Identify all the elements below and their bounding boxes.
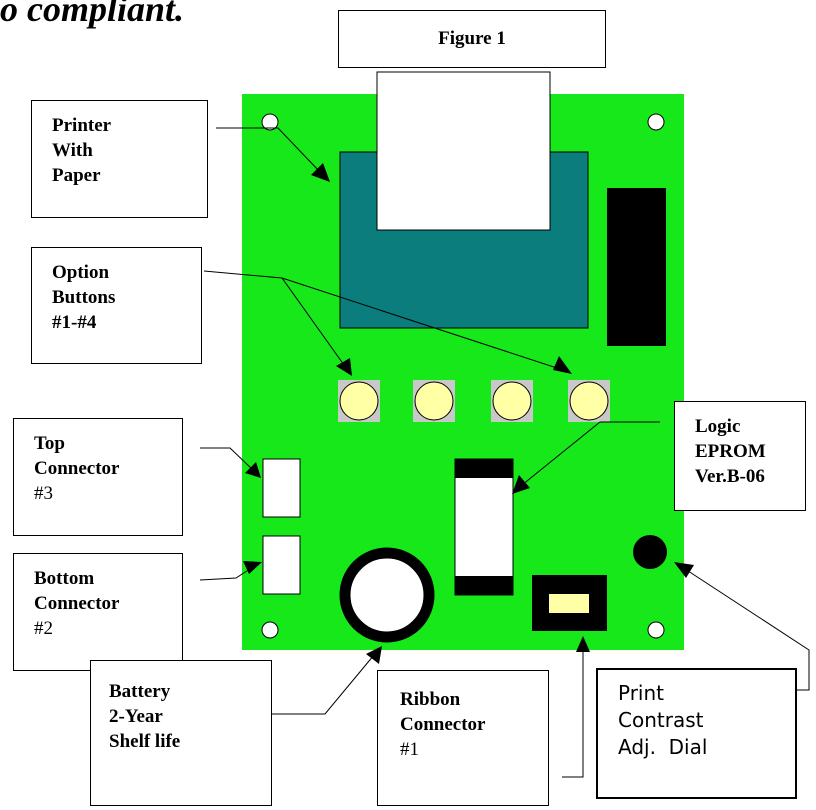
callout-top-connector-line3: #3 xyxy=(34,483,53,504)
callout-contrast-line2: Contrast xyxy=(618,708,704,732)
mounting-hole-bottom-left xyxy=(261,621,279,639)
option-button-2 xyxy=(414,381,454,421)
arrowheads xyxy=(243,163,694,664)
mounting-hole-top-left xyxy=(261,113,279,131)
top-connector xyxy=(262,458,301,518)
callout-bottom-connector-line1: Bottom xyxy=(34,568,95,589)
callout-logic-eprom: Logic EPROM Ver.B-06 xyxy=(674,401,806,511)
callout-bottom-connector-line2: Connector xyxy=(34,593,120,614)
page-heading-fragment: o compliant. xyxy=(0,0,185,29)
callout-top-connector: Top Connector #3 xyxy=(13,418,183,536)
callout-ribbon-line1: Ribbon xyxy=(400,689,461,710)
callout-bottom-connector-line3: #2 xyxy=(34,618,53,639)
callout-ribbon-line3: #1 xyxy=(400,739,419,760)
side-module xyxy=(607,188,666,346)
callout-bottom-connector: Bottom Connector #2 xyxy=(13,553,183,671)
callout-top-connector-line2: Connector xyxy=(34,458,120,479)
callout-contrast-dial: Print Contrast Adj. Dial xyxy=(596,668,797,799)
callout-printer-line2: With xyxy=(52,140,93,161)
mounting-hole-bottom-right xyxy=(647,621,665,639)
mounting-hole-top-right xyxy=(647,113,665,131)
callout-printer: Printer With Paper xyxy=(31,100,208,218)
battery xyxy=(339,547,435,643)
callout-options-line3: #1-#4 xyxy=(52,312,97,333)
bottom-connector xyxy=(262,535,301,595)
callout-battery: Battery 2-Year Shelf life xyxy=(90,660,272,806)
callout-printer-line3: Paper xyxy=(52,165,101,186)
callout-top-connector-line1: Top xyxy=(34,433,65,454)
callout-ribbon-line2: Connector xyxy=(400,714,486,735)
option-button-3 xyxy=(492,381,532,421)
callout-battery-line3: Shelf life xyxy=(109,731,181,752)
callout-option-buttons: Option Buttons #1-#4 xyxy=(31,247,202,364)
leader-lines xyxy=(199,127,810,778)
callout-options-line1: Option xyxy=(52,262,110,283)
callout-contrast-line1: Print xyxy=(618,681,665,705)
callout-logic-line3: Ver.B-06 xyxy=(695,466,765,487)
callout-printer-line1: Printer xyxy=(52,115,112,136)
option-button-4 xyxy=(569,381,609,421)
printer-paper xyxy=(376,71,551,231)
callout-logic-line2: EPROM xyxy=(695,441,766,462)
callout-ribbon-connector: Ribbon Connector #1 xyxy=(377,670,549,806)
callout-battery-line1: Battery xyxy=(109,681,171,702)
contrast-dial xyxy=(633,535,667,569)
callout-contrast-line3: Adj. Dial xyxy=(618,735,708,759)
figure-title: Figure 1 xyxy=(438,28,506,49)
figure-title-box: Figure 1 xyxy=(338,10,606,68)
callout-battery-line2: 2-Year xyxy=(109,706,163,727)
callout-logic-line1: Logic xyxy=(695,416,741,437)
callout-options-line2: Buttons xyxy=(52,287,116,308)
option-button-1 xyxy=(339,381,379,421)
logic-eprom xyxy=(454,458,514,596)
